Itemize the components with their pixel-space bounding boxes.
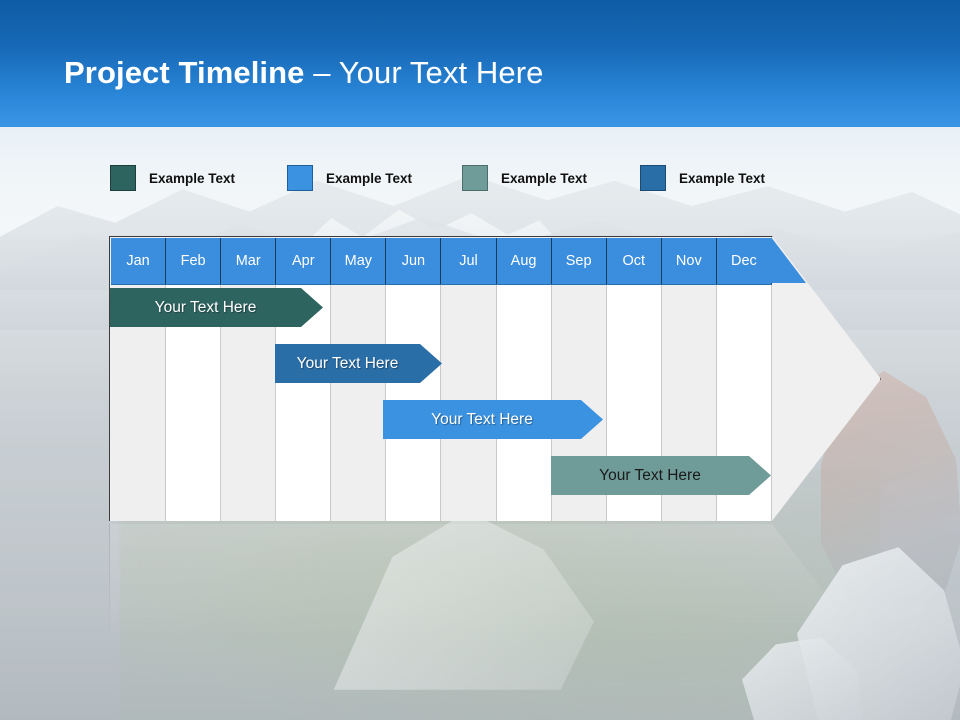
column-divider bbox=[220, 284, 222, 521]
legend-item-4[interactable]: Example Text bbox=[640, 165, 765, 191]
legend-label-2: Example Text bbox=[326, 170, 413, 186]
legend-swatch-2 bbox=[287, 165, 313, 191]
column-divider bbox=[165, 284, 167, 521]
timeline-bar-label-2: Your Text Here bbox=[296, 354, 399, 372]
column-divider bbox=[275, 284, 277, 521]
legend-label-3: Example Text bbox=[501, 170, 588, 186]
timeline-bar-label-1: Your Text Here bbox=[154, 298, 257, 316]
column-divider bbox=[605, 284, 607, 521]
legend-label-1: Example Text bbox=[149, 170, 236, 186]
month-header-dec[interactable]: Dec bbox=[716, 238, 772, 284]
legend-swatch-1 bbox=[110, 165, 136, 191]
legend-item-2[interactable]: Example Text bbox=[287, 165, 412, 191]
timeline-bar-shape bbox=[110, 288, 323, 327]
month-header-feb[interactable]: Feb bbox=[166, 238, 222, 284]
month-column-feb: Feb bbox=[166, 238, 222, 521]
month-header-jul[interactable]: Jul bbox=[441, 238, 497, 284]
column-divider bbox=[715, 284, 717, 521]
legend: Example Text Example Text Example Text E… bbox=[110, 165, 830, 195]
legend-swatch-4 bbox=[640, 165, 666, 191]
timeline-bar-3[interactable]: Your Text Here bbox=[383, 400, 603, 439]
month-header-aug[interactable]: Aug bbox=[496, 238, 552, 284]
timeline-bar-shape bbox=[275, 344, 442, 383]
column-divider bbox=[660, 284, 662, 521]
timeline-bar-2[interactable]: Your Text Here bbox=[275, 344, 442, 383]
page-title-dash: – bbox=[304, 55, 339, 90]
month-column-aug: Aug bbox=[496, 238, 552, 521]
legend-label-4: Example Text bbox=[679, 170, 766, 186]
header-arrow-tip bbox=[771, 237, 806, 283]
title-banner bbox=[0, 0, 960, 127]
timeline-bar-label-3: Your Text Here bbox=[431, 410, 533, 428]
month-header-jun[interactable]: Jun bbox=[386, 238, 442, 284]
month-header-sep[interactable]: Sep bbox=[551, 238, 607, 284]
page-title-bold: Project Timeline bbox=[64, 55, 305, 90]
month-header-nov[interactable]: Nov bbox=[661, 238, 717, 284]
month-header-apr[interactable]: Apr bbox=[276, 238, 332, 284]
legend-swatch-3 bbox=[462, 165, 488, 191]
timeline-bar-label-4: Your Text Here bbox=[599, 466, 701, 484]
month-column-jan: Jan bbox=[111, 238, 167, 521]
month-header-oct[interactable]: Oct bbox=[606, 238, 662, 284]
month-header-mar[interactable]: Mar bbox=[221, 238, 277, 284]
month-header-jan[interactable]: Jan bbox=[111, 238, 167, 284]
column-divider bbox=[770, 284, 772, 521]
month-column-mar: Mar bbox=[221, 238, 277, 521]
timeline-bar-1[interactable]: Your Text Here bbox=[110, 288, 323, 327]
page-title-light: Your Text Here bbox=[338, 55, 544, 90]
legend-item-3[interactable]: Example Text bbox=[462, 165, 587, 191]
month-column-jul: Jul bbox=[441, 238, 497, 521]
column-divider bbox=[330, 284, 332, 521]
timeline-bar-shape bbox=[383, 400, 603, 439]
timeline-bar-4[interactable]: Your Text Here bbox=[551, 456, 771, 495]
page-title: Project Timeline – Your Text Here bbox=[64, 57, 543, 88]
month-header-may[interactable]: May bbox=[331, 238, 387, 284]
timeline-bar-shape bbox=[551, 456, 771, 495]
legend-item-1[interactable]: Example Text bbox=[110, 165, 235, 191]
